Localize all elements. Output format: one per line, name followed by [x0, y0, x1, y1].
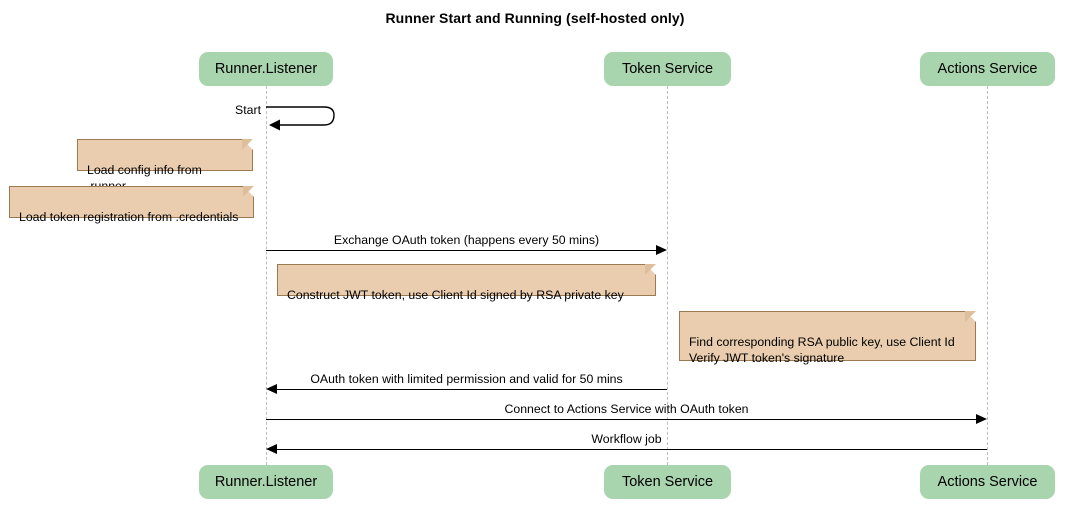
arrowhead-left-icon	[266, 443, 277, 454]
note-verify-jwt-token: Find corresponding RSA public key, use C…	[679, 311, 976, 365]
message-arrow-oauth-token-reply[interactable]	[277, 389, 667, 390]
lifeline-runner-listener	[266, 86, 267, 465]
participant-label: Runner.Listener	[214, 61, 318, 77]
message-arrow-workflow-job[interactable]	[277, 449, 987, 450]
message-label-workflow-job: Workflow job	[591, 432, 662, 446]
note-load-config-info: Load config info from .runner	[77, 139, 253, 193]
note-fold-corner-icon	[243, 186, 254, 197]
participant-runner-listener-top[interactable]: Runner.Listener	[199, 52, 333, 86]
message-label-oauth-token-reply: OAuth token with limited permission and …	[310, 372, 623, 386]
note-text: Construct JWT token, use Client Id signe…	[287, 288, 624, 302]
participant-runner-listener-bottom[interactable]: Runner.Listener	[199, 465, 333, 499]
note-text: Find corresponding RSA public key, use C…	[689, 335, 955, 365]
participant-actions-service-top[interactable]: Actions Service	[920, 52, 1055, 86]
message-label-connect-actions-service: Connect to Actions Service with OAuth to…	[504, 402, 749, 416]
note-fold-corner-icon	[242, 139, 253, 150]
participant-token-service-top[interactable]: Token Service	[604, 52, 731, 86]
message-arrow-connect-actions-service[interactable]	[266, 419, 976, 420]
message-arrow-exchange-oauth-token[interactable]	[266, 250, 656, 251]
note-fold-corner-icon	[645, 264, 656, 275]
participant-label: Token Service	[621, 61, 714, 77]
lifeline-actions-service	[987, 86, 988, 465]
arrowhead-right-icon	[976, 413, 987, 424]
diagram-title: Runner Start and Running (self-hosted on…	[385, 10, 685, 26]
note-load-token-registration: Load token registration from .credential…	[9, 186, 254, 224]
participant-label: Runner.Listener	[214, 474, 318, 490]
arrowhead-right-icon	[656, 244, 667, 255]
message-label-start: Start	[235, 103, 261, 117]
participant-label: Actions Service	[937, 474, 1038, 490]
note-fold-corner-icon	[965, 311, 976, 322]
participant-label: Token Service	[621, 474, 714, 490]
message-arrow-start[interactable]	[266, 103, 346, 133]
participant-label: Actions Service	[937, 61, 1038, 77]
arrowhead-left-icon	[266, 383, 277, 394]
lifeline-token-service	[667, 86, 668, 465]
participant-actions-service-bottom[interactable]: Actions Service	[920, 465, 1055, 499]
note-text: Load token registration from .credential…	[19, 210, 239, 224]
participant-token-service-bottom[interactable]: Token Service	[604, 465, 731, 499]
message-label-exchange-oauth-token: Exchange OAuth token (happens every 50 m…	[333, 233, 600, 247]
note-construct-jwt-token: Construct JWT token, use Client Id signe…	[277, 264, 656, 302]
